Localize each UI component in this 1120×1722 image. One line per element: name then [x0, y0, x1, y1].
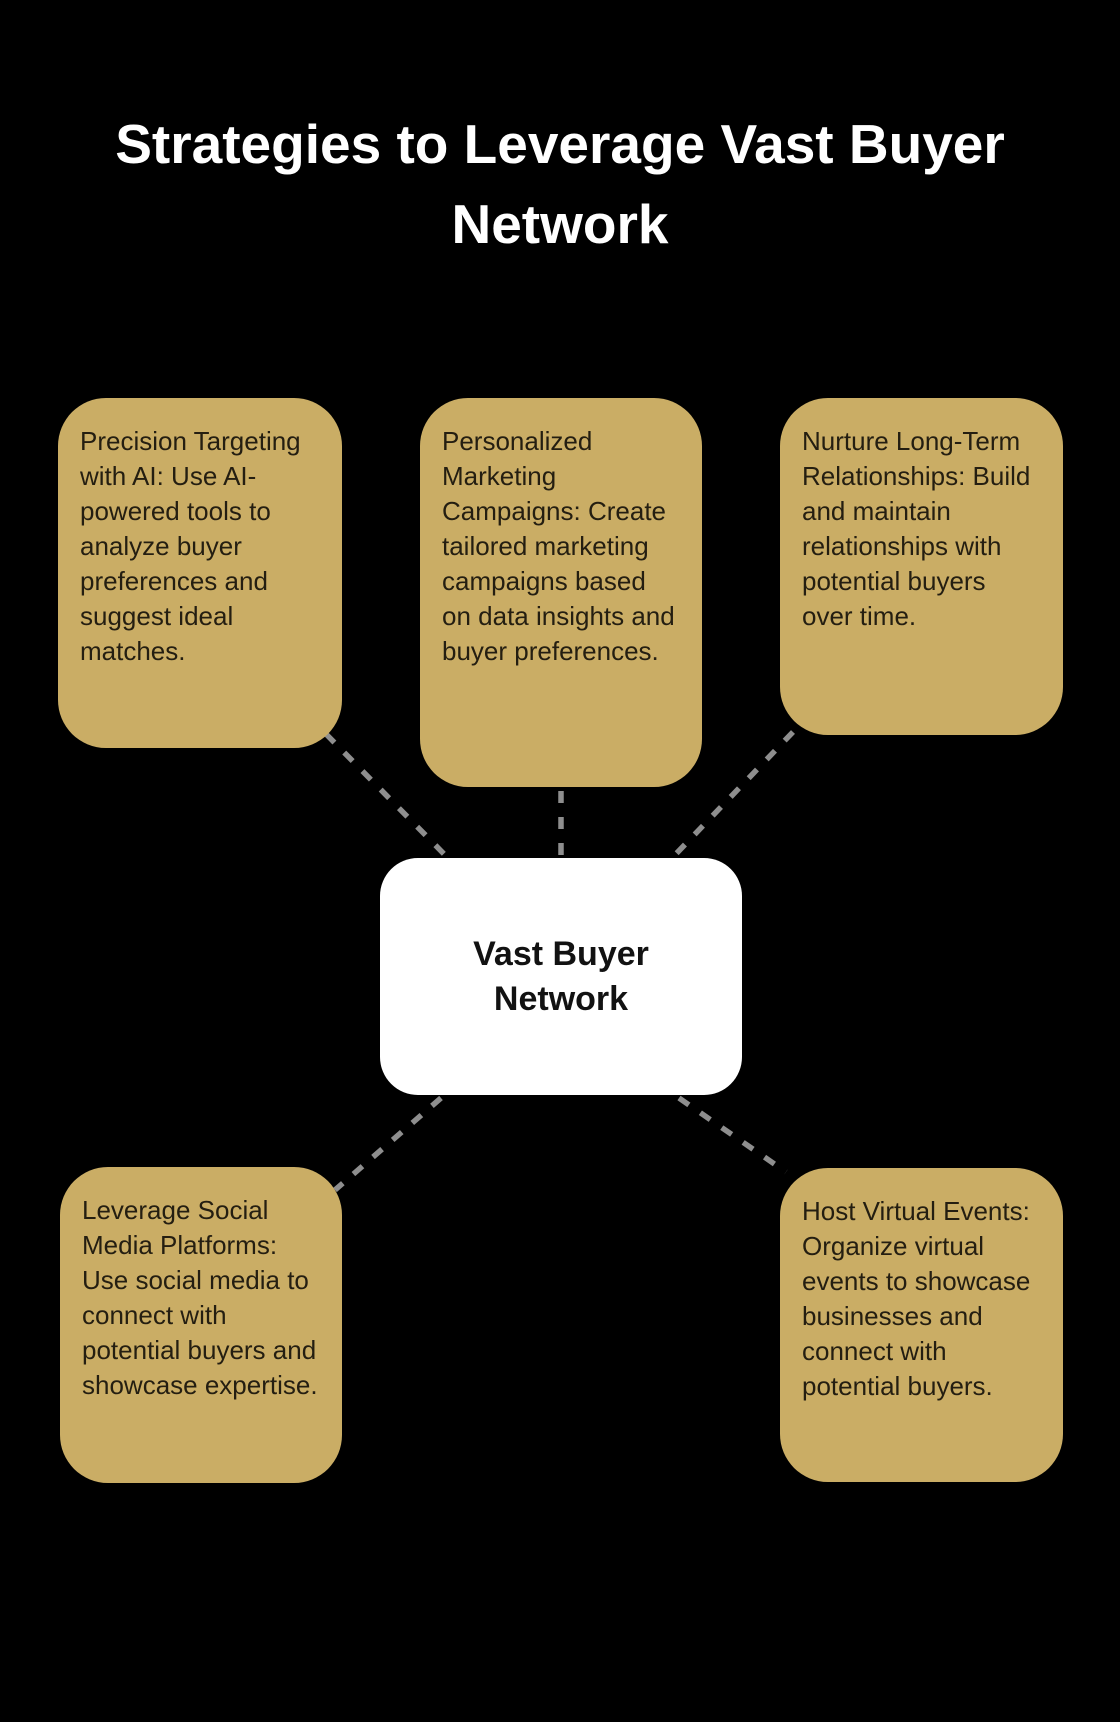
connector-top-right	[671, 730, 795, 859]
strategy-box-nurture-long-term-relationships: Nurture Long-Term Relationships: Build a…	[780, 398, 1063, 735]
strategy-box-leverage-social-media: Leverage Social Media Platforms: Use soc…	[60, 1167, 342, 1483]
strategy-box-text: Leverage Social Media Platforms: Use soc…	[82, 1195, 318, 1400]
strategy-box-host-virtual-events: Host Virtual Events: Organize virtual ev…	[780, 1168, 1063, 1482]
page-title: Strategies to Leverage Vast Buyer Networ…	[0, 104, 1120, 264]
center-node-label: Vast Buyer Network	[473, 934, 649, 1018]
connector-bottom-right	[677, 1095, 788, 1175]
strategy-box-text: Nurture Long-Term Relationships: Build a…	[802, 426, 1031, 631]
connector-bottom-left	[333, 1095, 443, 1193]
connector-top-left	[324, 732, 449, 859]
strategy-box-text: Host Virtual Events: Organize virtual ev…	[802, 1196, 1031, 1401]
center-node: Vast Buyer Network	[380, 858, 742, 1095]
strategy-box-precision-targeting-ai: Precision Targeting with AI: Use AI-powe…	[58, 398, 342, 748]
strategy-box-text: Precision Targeting with AI: Use AI-powe…	[80, 426, 301, 666]
page-title-text: Strategies to Leverage Vast Buyer Networ…	[115, 113, 1005, 255]
strategy-box-personalized-marketing-campaigns: Personalized Marketing Campaigns: Create…	[420, 398, 702, 787]
strategy-box-text: Personalized Marketing Campaigns: Create…	[442, 426, 675, 666]
